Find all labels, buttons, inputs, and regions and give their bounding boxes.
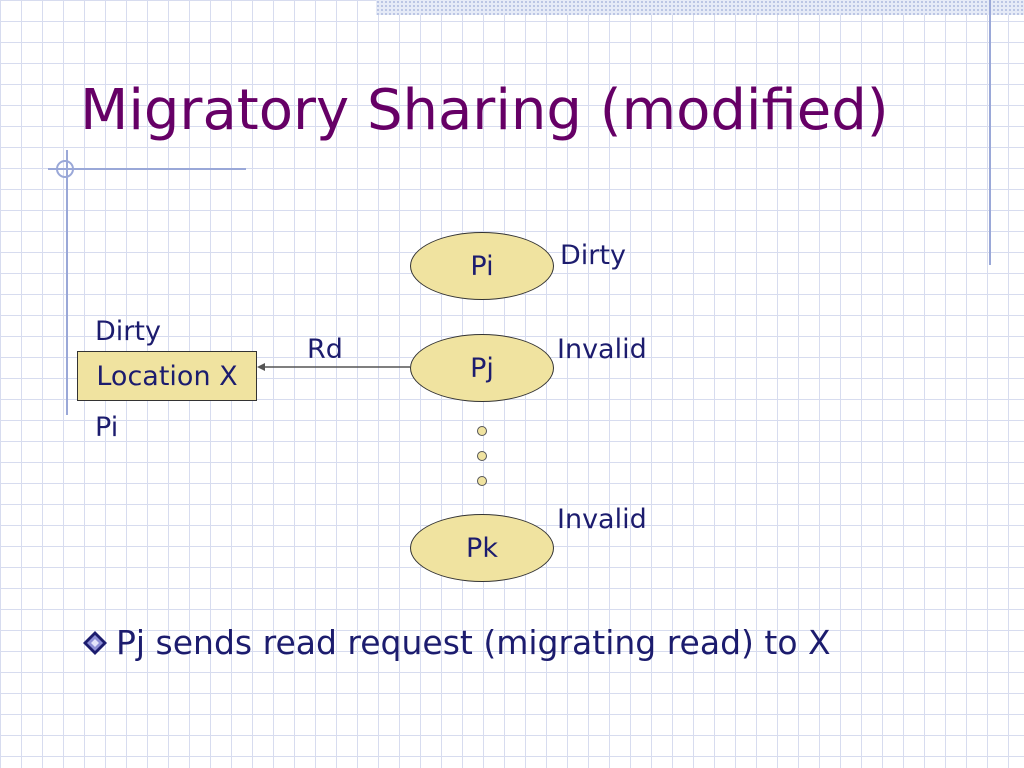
processor-pj-label: Pj [470,352,494,384]
location-owner-label: Pi [95,412,119,443]
diamond-bullet-icon [83,631,107,655]
processor-pi-label: Pi [470,250,494,282]
read-request-label: Rd [307,334,343,365]
processor-pk-node: Pk [410,514,554,582]
ellipsis-dot [477,451,487,461]
arrow-head [257,363,265,371]
location-x-box: Location X [77,351,257,401]
title-accent-circle [56,160,74,178]
processor-pj-state: Invalid [557,334,647,365]
ellipsis-dot [477,426,487,436]
ellipsis-dot [477,476,487,486]
title-underline [48,168,246,170]
location-x-label: Location X [96,360,238,392]
top-pattern-band [376,0,1024,15]
processor-pk-state: Invalid [557,504,647,535]
processor-pj-node: Pj [410,334,554,402]
processor-pi-node: Pi [410,232,554,300]
right-accent-line [989,0,991,265]
bullet-text: Pj sends read request (migrating read) t… [116,623,831,662]
read-request-arrow [257,363,410,371]
location-state-label: Dirty [95,316,161,347]
processor-pi-state: Dirty [560,240,626,271]
processor-pk-label: Pk [466,532,498,564]
slide-title: Migratory Sharing (modified) [80,78,889,143]
left-accent-line [66,150,68,415]
